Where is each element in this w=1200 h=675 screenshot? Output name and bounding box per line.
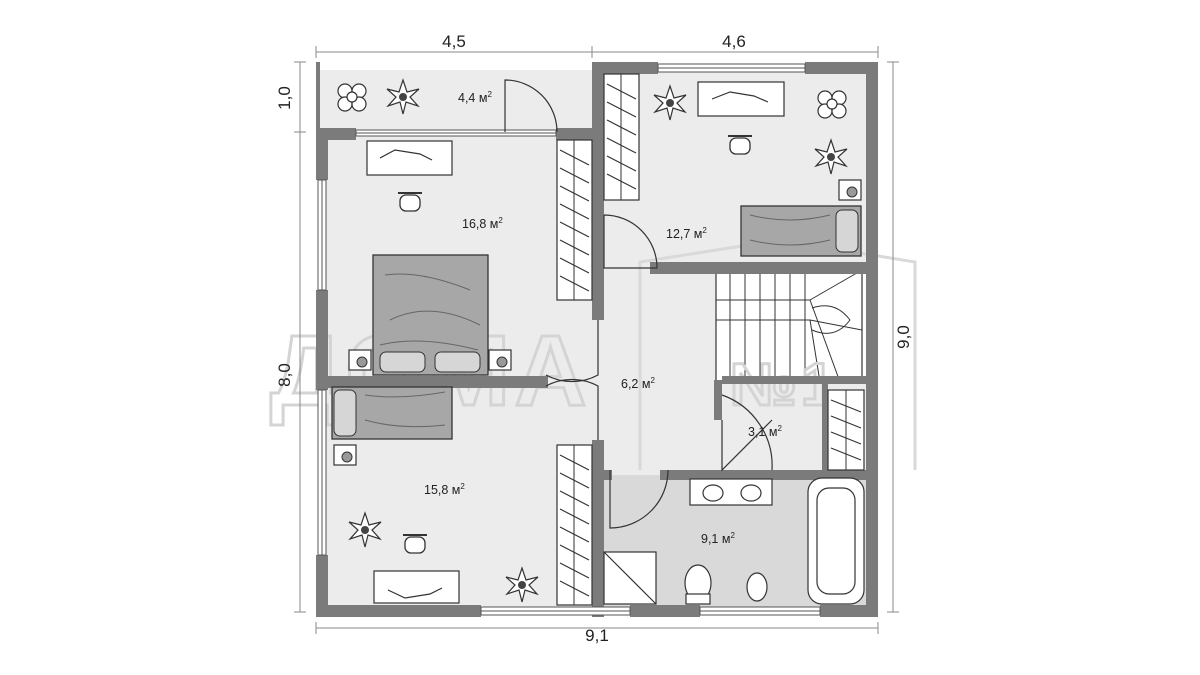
staircase — [715, 269, 863, 383]
room-area-hall: 6,2 м2 — [621, 376, 655, 391]
room-area-bedroom-2: 12,7 м2 — [666, 226, 707, 241]
bathroom-fixtures — [603, 477, 865, 605]
room-area-bedroom-3: 15,8 м2 — [424, 482, 465, 497]
windows — [317, 63, 821, 616]
room-area-bedroom-1: 16,8 м2 — [462, 216, 503, 231]
dimension-left-main: 8,0 — [275, 363, 294, 387]
dimension-top-left: 4,5 — [442, 32, 466, 51]
dimension-bottom: 9,1 — [585, 626, 609, 645]
wardrobes — [556, 73, 865, 606]
walls — [316, 62, 878, 617]
dimension-right: 9,0 — [894, 325, 913, 349]
room-area-bathroom: 9,1 м2 — [701, 531, 735, 546]
dimension-left-upper: 1,0 — [275, 86, 294, 110]
room-area-storage: 3,1 м2 — [748, 424, 782, 439]
room-area-balcony: 4,4 м2 — [458, 90, 492, 105]
dimension-top-right: 4,6 — [722, 32, 746, 51]
desks — [366, 81, 785, 604]
dimension-labels: 4,5 4,6 9,1 1,0 8,0 9,0 — [275, 32, 913, 645]
watermark-suffix: №1 — [730, 351, 838, 418]
room-labels: 4,4 м2 16,8 м2 12,7 м2 6,2 м2 3,1 м2 15,… — [424, 90, 782, 546]
doors — [504, 79, 773, 529]
dimension-lines — [294, 46, 899, 634]
beds — [331, 205, 862, 440]
